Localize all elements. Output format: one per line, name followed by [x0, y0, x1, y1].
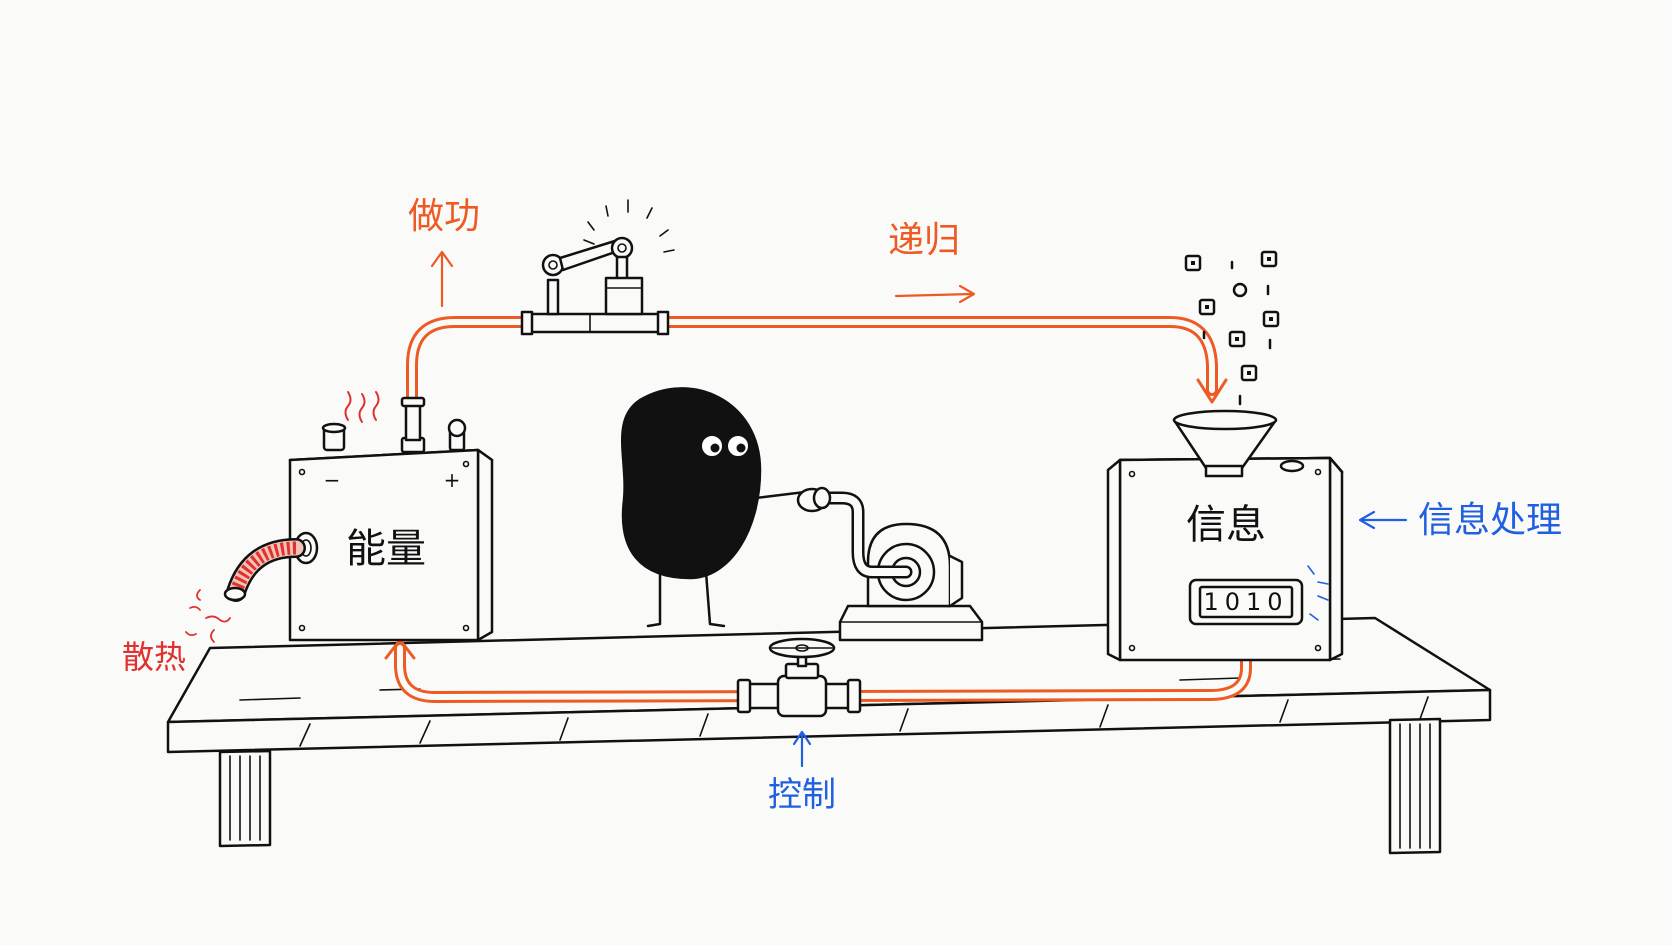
info-box [1106, 409, 1344, 662]
label-heat: 散热 [122, 638, 186, 676]
heat-hose [185, 538, 306, 643]
energy-box [288, 391, 494, 642]
piston-mechanism [520, 199, 675, 336]
energy-box-label: 能量 [346, 526, 426, 572]
control-valve [736, 637, 862, 718]
label-work: 做功 [408, 196, 480, 237]
label-info-processing: 信息处理 [1418, 500, 1562, 541]
arrow-left-icon [1358, 510, 1408, 530]
label-recursion: 递归 [888, 220, 960, 261]
arrow-up-icon [430, 250, 454, 308]
character [621, 387, 807, 628]
crank-machine [796, 486, 984, 642]
falling-bits [1184, 250, 1280, 406]
bit-counter: 1010 [1203, 588, 1288, 616]
label-control: 控制 [768, 775, 836, 815]
energy-minus: − [324, 468, 341, 492]
arrow-right-icon [894, 284, 976, 304]
info-box-label: 信息 [1186, 502, 1266, 548]
pipe-top [406, 316, 1228, 418]
arrow-up-icon [792, 730, 812, 768]
heat-wave-icon [344, 391, 380, 423]
energy-plus: + [444, 468, 461, 492]
